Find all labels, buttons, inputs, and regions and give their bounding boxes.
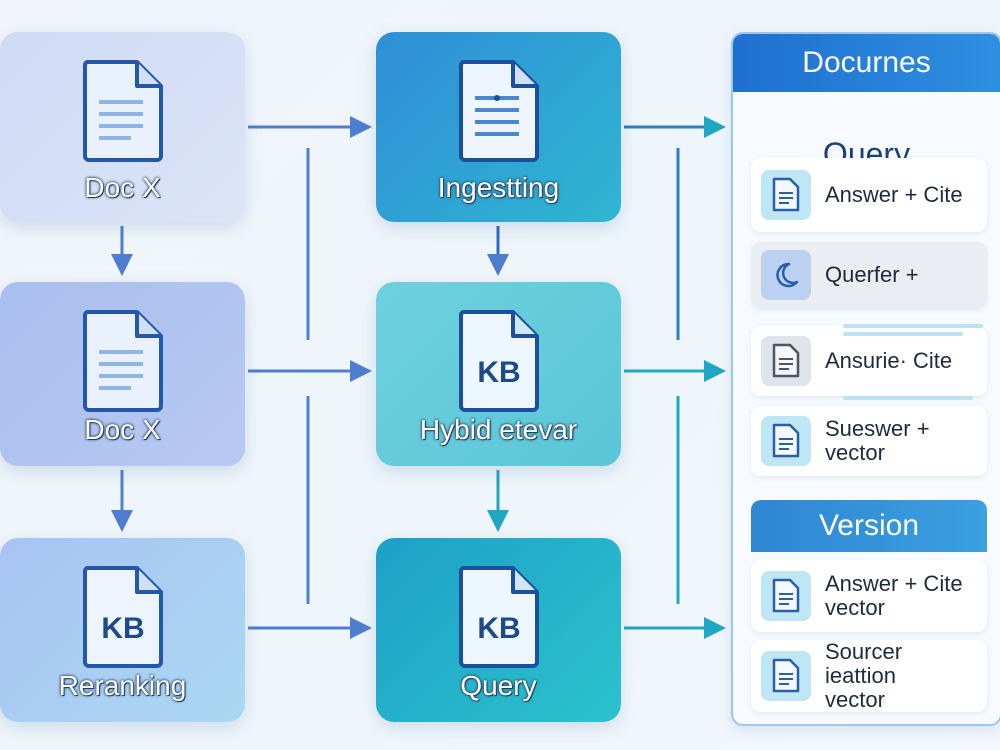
document-icon bbox=[761, 651, 811, 701]
result-text: Ansurie· Cite bbox=[825, 348, 953, 373]
result-text: Answer + Cite vector bbox=[825, 571, 963, 620]
node-doc-x-1[interactable]: Doc X bbox=[0, 32, 245, 222]
result-text: Sueswer + vector bbox=[825, 416, 930, 465]
divider-line bbox=[843, 332, 963, 336]
kb-icon: KB bbox=[458, 566, 539, 668]
node-label: Doc X bbox=[84, 172, 161, 203]
result-text: Sourcer ieattion vector bbox=[825, 639, 903, 712]
document-icon bbox=[761, 416, 811, 466]
version-result-item[interactable]: Sourcer ieattion vector bbox=[751, 640, 987, 712]
node-label: Ingestting bbox=[437, 172, 560, 203]
version-title: Version bbox=[751, 500, 987, 552]
document-icon bbox=[761, 571, 811, 621]
document-icon bbox=[82, 60, 163, 162]
node-hybrid-retrieval[interactable]: KB Hybid etevar bbox=[376, 282, 621, 466]
moon-icon bbox=[761, 250, 811, 300]
result-item[interactable]: Querfer + bbox=[751, 242, 987, 308]
version-result-item[interactable]: Answer + Cite vector bbox=[751, 560, 987, 632]
node-label: Query bbox=[460, 670, 537, 701]
result-text: Querfer + bbox=[825, 262, 919, 287]
kb-icon: KB bbox=[82, 566, 163, 668]
kb-icon-text: KB bbox=[101, 612, 144, 645]
document-icon bbox=[761, 170, 811, 220]
node-reranking[interactable]: KB Reranking bbox=[0, 538, 245, 722]
kb-icon: KB bbox=[458, 310, 539, 412]
kb-icon-text: KB bbox=[477, 612, 520, 645]
node-query[interactable]: KB Query bbox=[376, 538, 621, 722]
kb-icon-text: KB bbox=[477, 356, 520, 389]
node-doc-x-2[interactable]: Doc X bbox=[0, 282, 245, 466]
node-label: Reranking bbox=[58, 670, 187, 701]
divider-line bbox=[843, 324, 983, 328]
document-icon bbox=[761, 336, 811, 386]
node-label: Doc X bbox=[84, 414, 161, 445]
document-icon bbox=[458, 60, 539, 162]
documents-panel: Docurnes Query Answer + Cite Querfer + A… bbox=[731, 32, 1000, 726]
result-item[interactable]: Sueswer + vector bbox=[751, 406, 987, 476]
panel-title: Docurnes bbox=[733, 34, 1000, 92]
result-item[interactable]: Ansurie· Cite bbox=[751, 324, 987, 400]
document-icon bbox=[82, 310, 163, 412]
node-label: Hybid etevar bbox=[419, 414, 578, 445]
result-item[interactable]: Answer + Cite bbox=[751, 158, 987, 232]
divider-line bbox=[843, 396, 973, 400]
node-ingesting[interactable]: Ingestting bbox=[376, 32, 621, 222]
result-text: Answer + Cite bbox=[825, 182, 963, 207]
